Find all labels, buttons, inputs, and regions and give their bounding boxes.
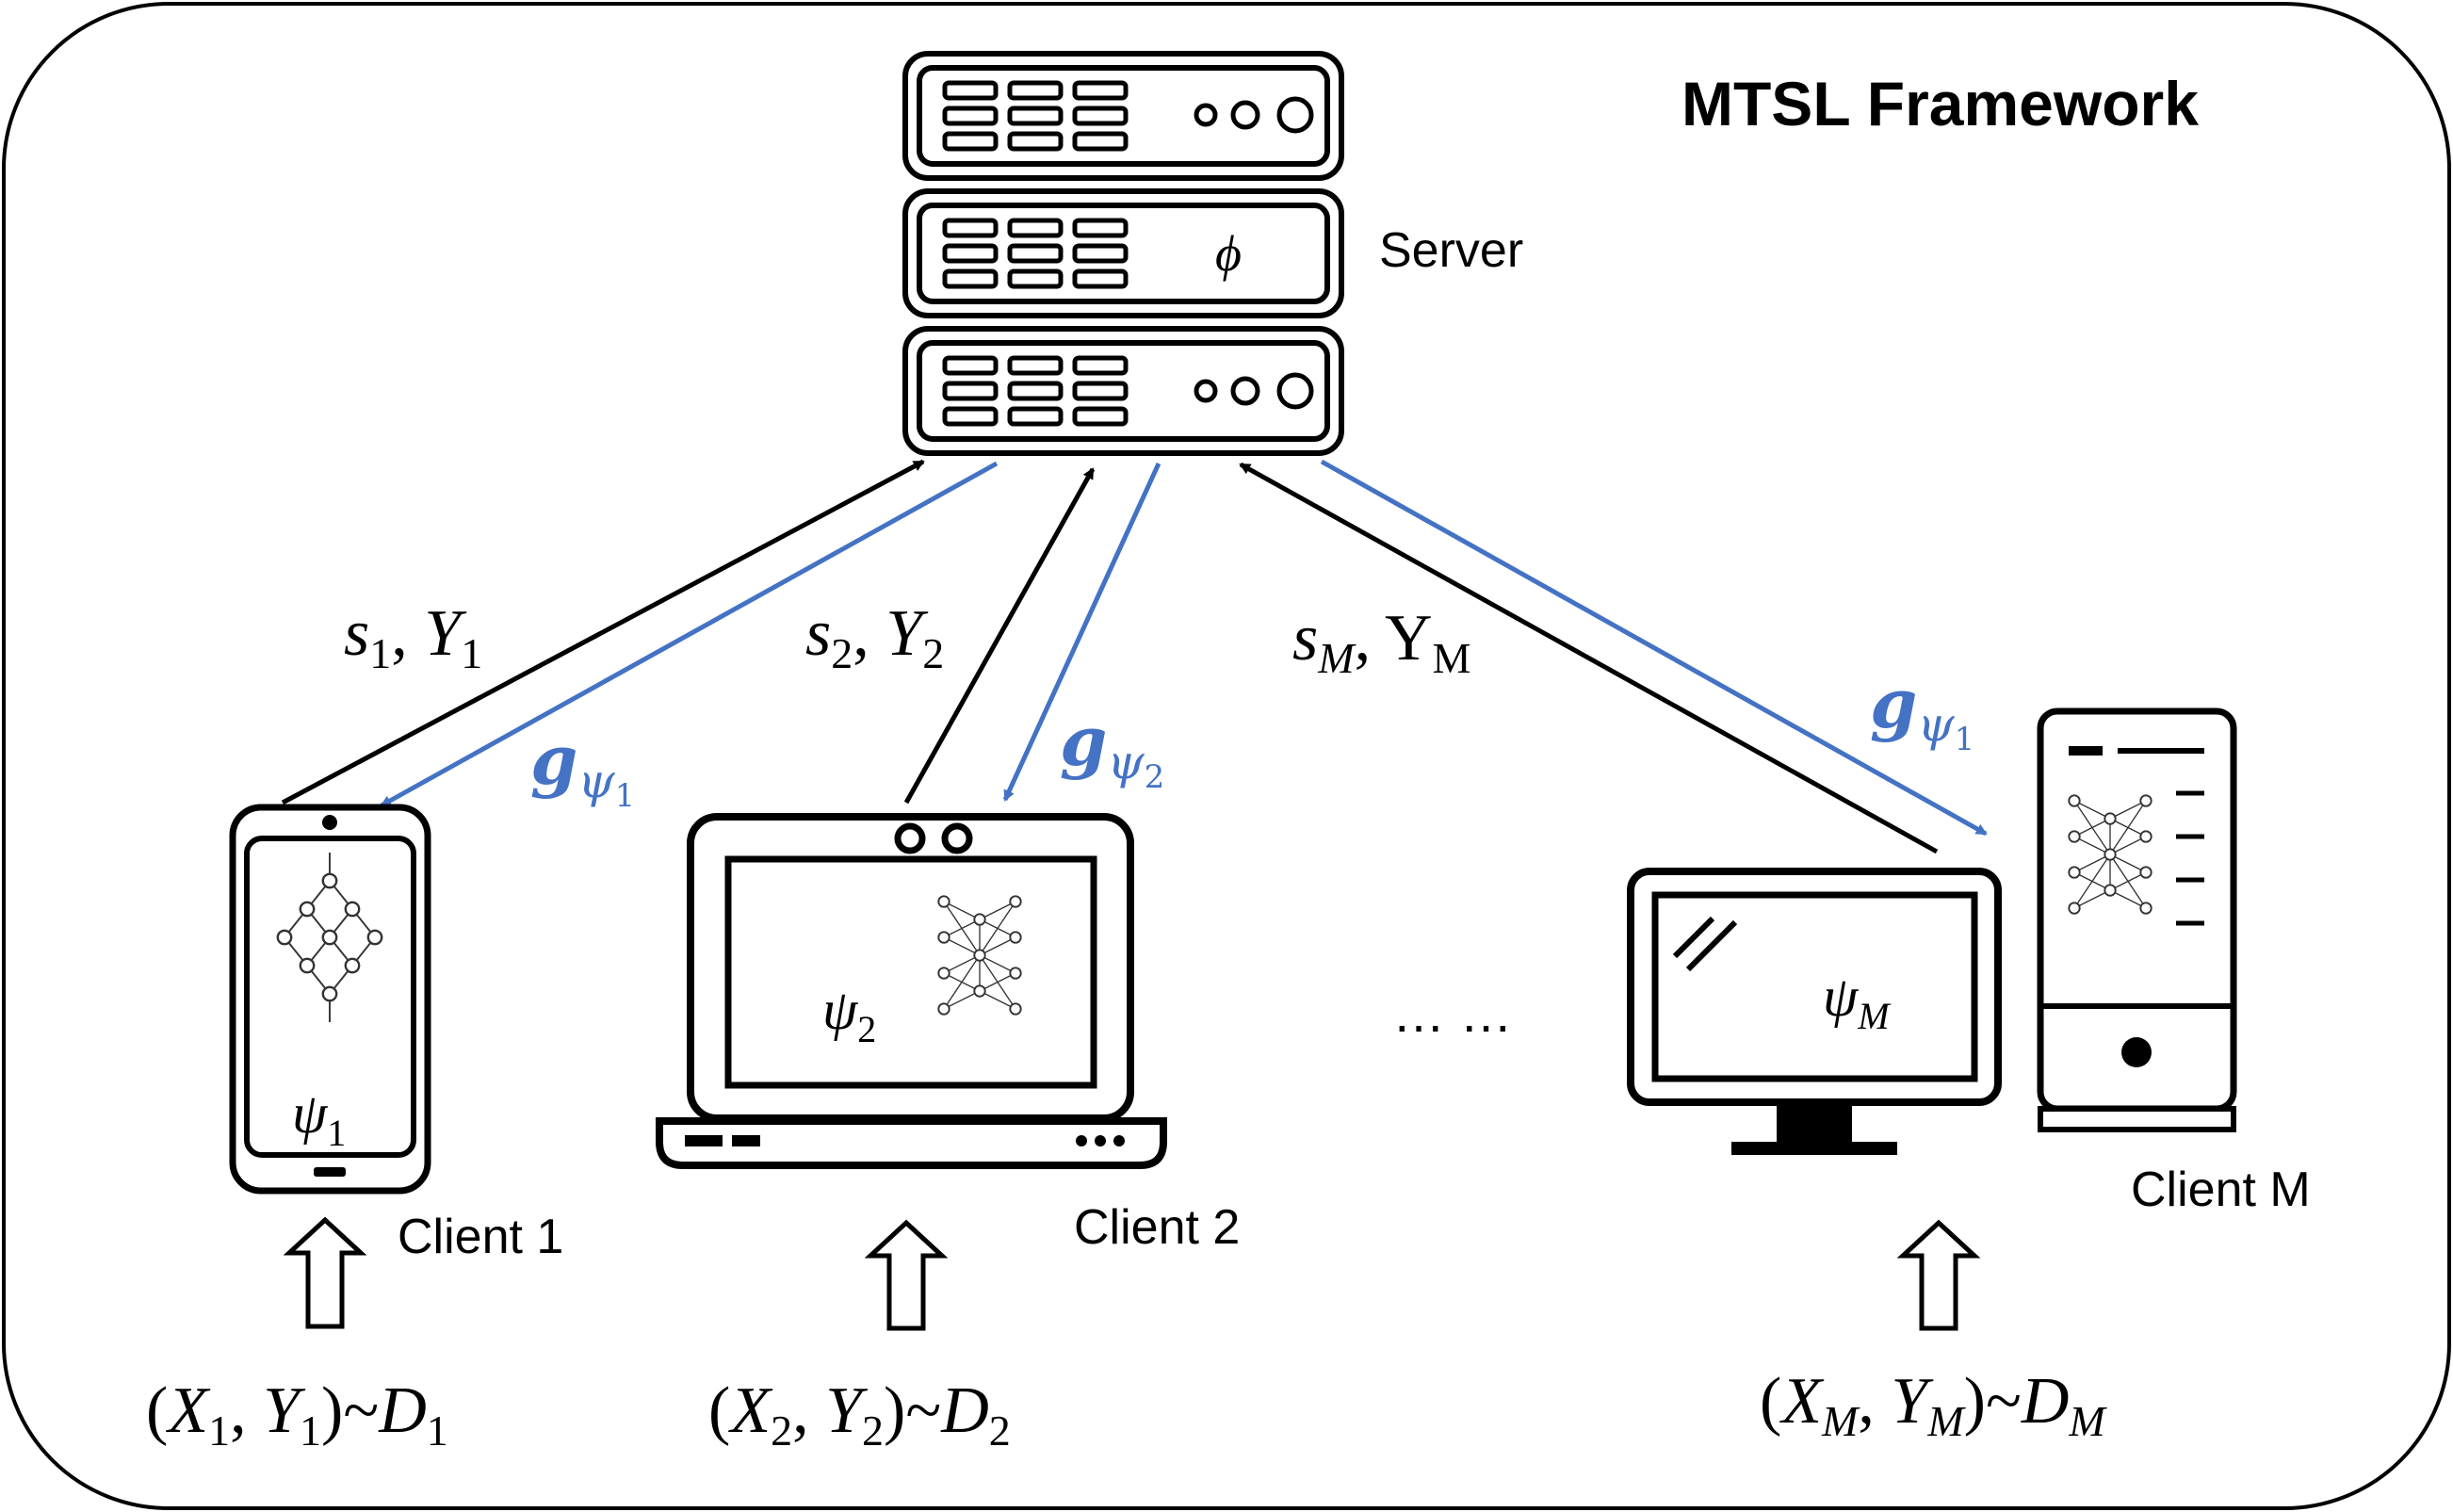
grad-label-client2: gψ2: [1060, 701, 1164, 796]
data-arrow-clientM: [1896, 1219, 1981, 1331]
upload-label-client1: s1, Y1: [344, 597, 482, 677]
upload-arrow-client1: [281, 459, 925, 805]
grad-arrow-client1: [380, 461, 999, 808]
server-unit-middle: ϕ: [902, 188, 1344, 318]
data-arrow-client1: [283, 1216, 367, 1329]
client1-model-label: ψ1: [292, 1082, 346, 1154]
client2-label: Client 2: [1074, 1200, 1240, 1255]
server-unit-bottom: [902, 326, 1344, 456]
grad-arrow-clientM: [1320, 459, 1988, 837]
server-unit-top: [902, 51, 1344, 181]
upload-label-client2: s2, Y2: [805, 597, 944, 677]
clientM-model-label: ψM: [1823, 966, 1892, 1037]
phone-icon: ψ1: [229, 804, 431, 1195]
desktop-monitor-icon: ψM: [1627, 868, 2002, 1155]
server-icon: ϕ: [902, 51, 1344, 456]
framework-title: MTSL Framework: [1681, 69, 2199, 138]
server-label: Server: [1379, 223, 1523, 278]
grad-label-client1: gψ1: [530, 720, 635, 815]
client2-model-label: ψ2: [822, 979, 876, 1050]
grad-arrow-client2: [1002, 462, 1162, 802]
upload-arrow-client2: [903, 467, 1096, 805]
client1-label: Client 1: [398, 1210, 563, 1264]
upload-arrow-clientM: [1239, 462, 1939, 854]
laptop-icon: ψ2: [656, 813, 1167, 1169]
more-clients-ellipsis: … …: [1392, 984, 1513, 1043]
upload-label-clientM: sM, YM: [1292, 602, 1470, 682]
clientM-label: Client M: [2131, 1162, 2311, 1217]
grad-label-clientM: gψ1: [1870, 663, 1974, 758]
tower-pc-icon: [2037, 707, 2237, 1132]
data-dist-client1: (X1, Y1)~D1: [146, 1374, 448, 1455]
data-dist-client2: (X2, Y2)~D2: [708, 1374, 1011, 1455]
server-model-phi: ϕ: [1215, 225, 1242, 282]
data-arrow-client2: [864, 1219, 949, 1331]
data-dist-clientM: (XM, YM)~DM: [1760, 1365, 2107, 1445]
